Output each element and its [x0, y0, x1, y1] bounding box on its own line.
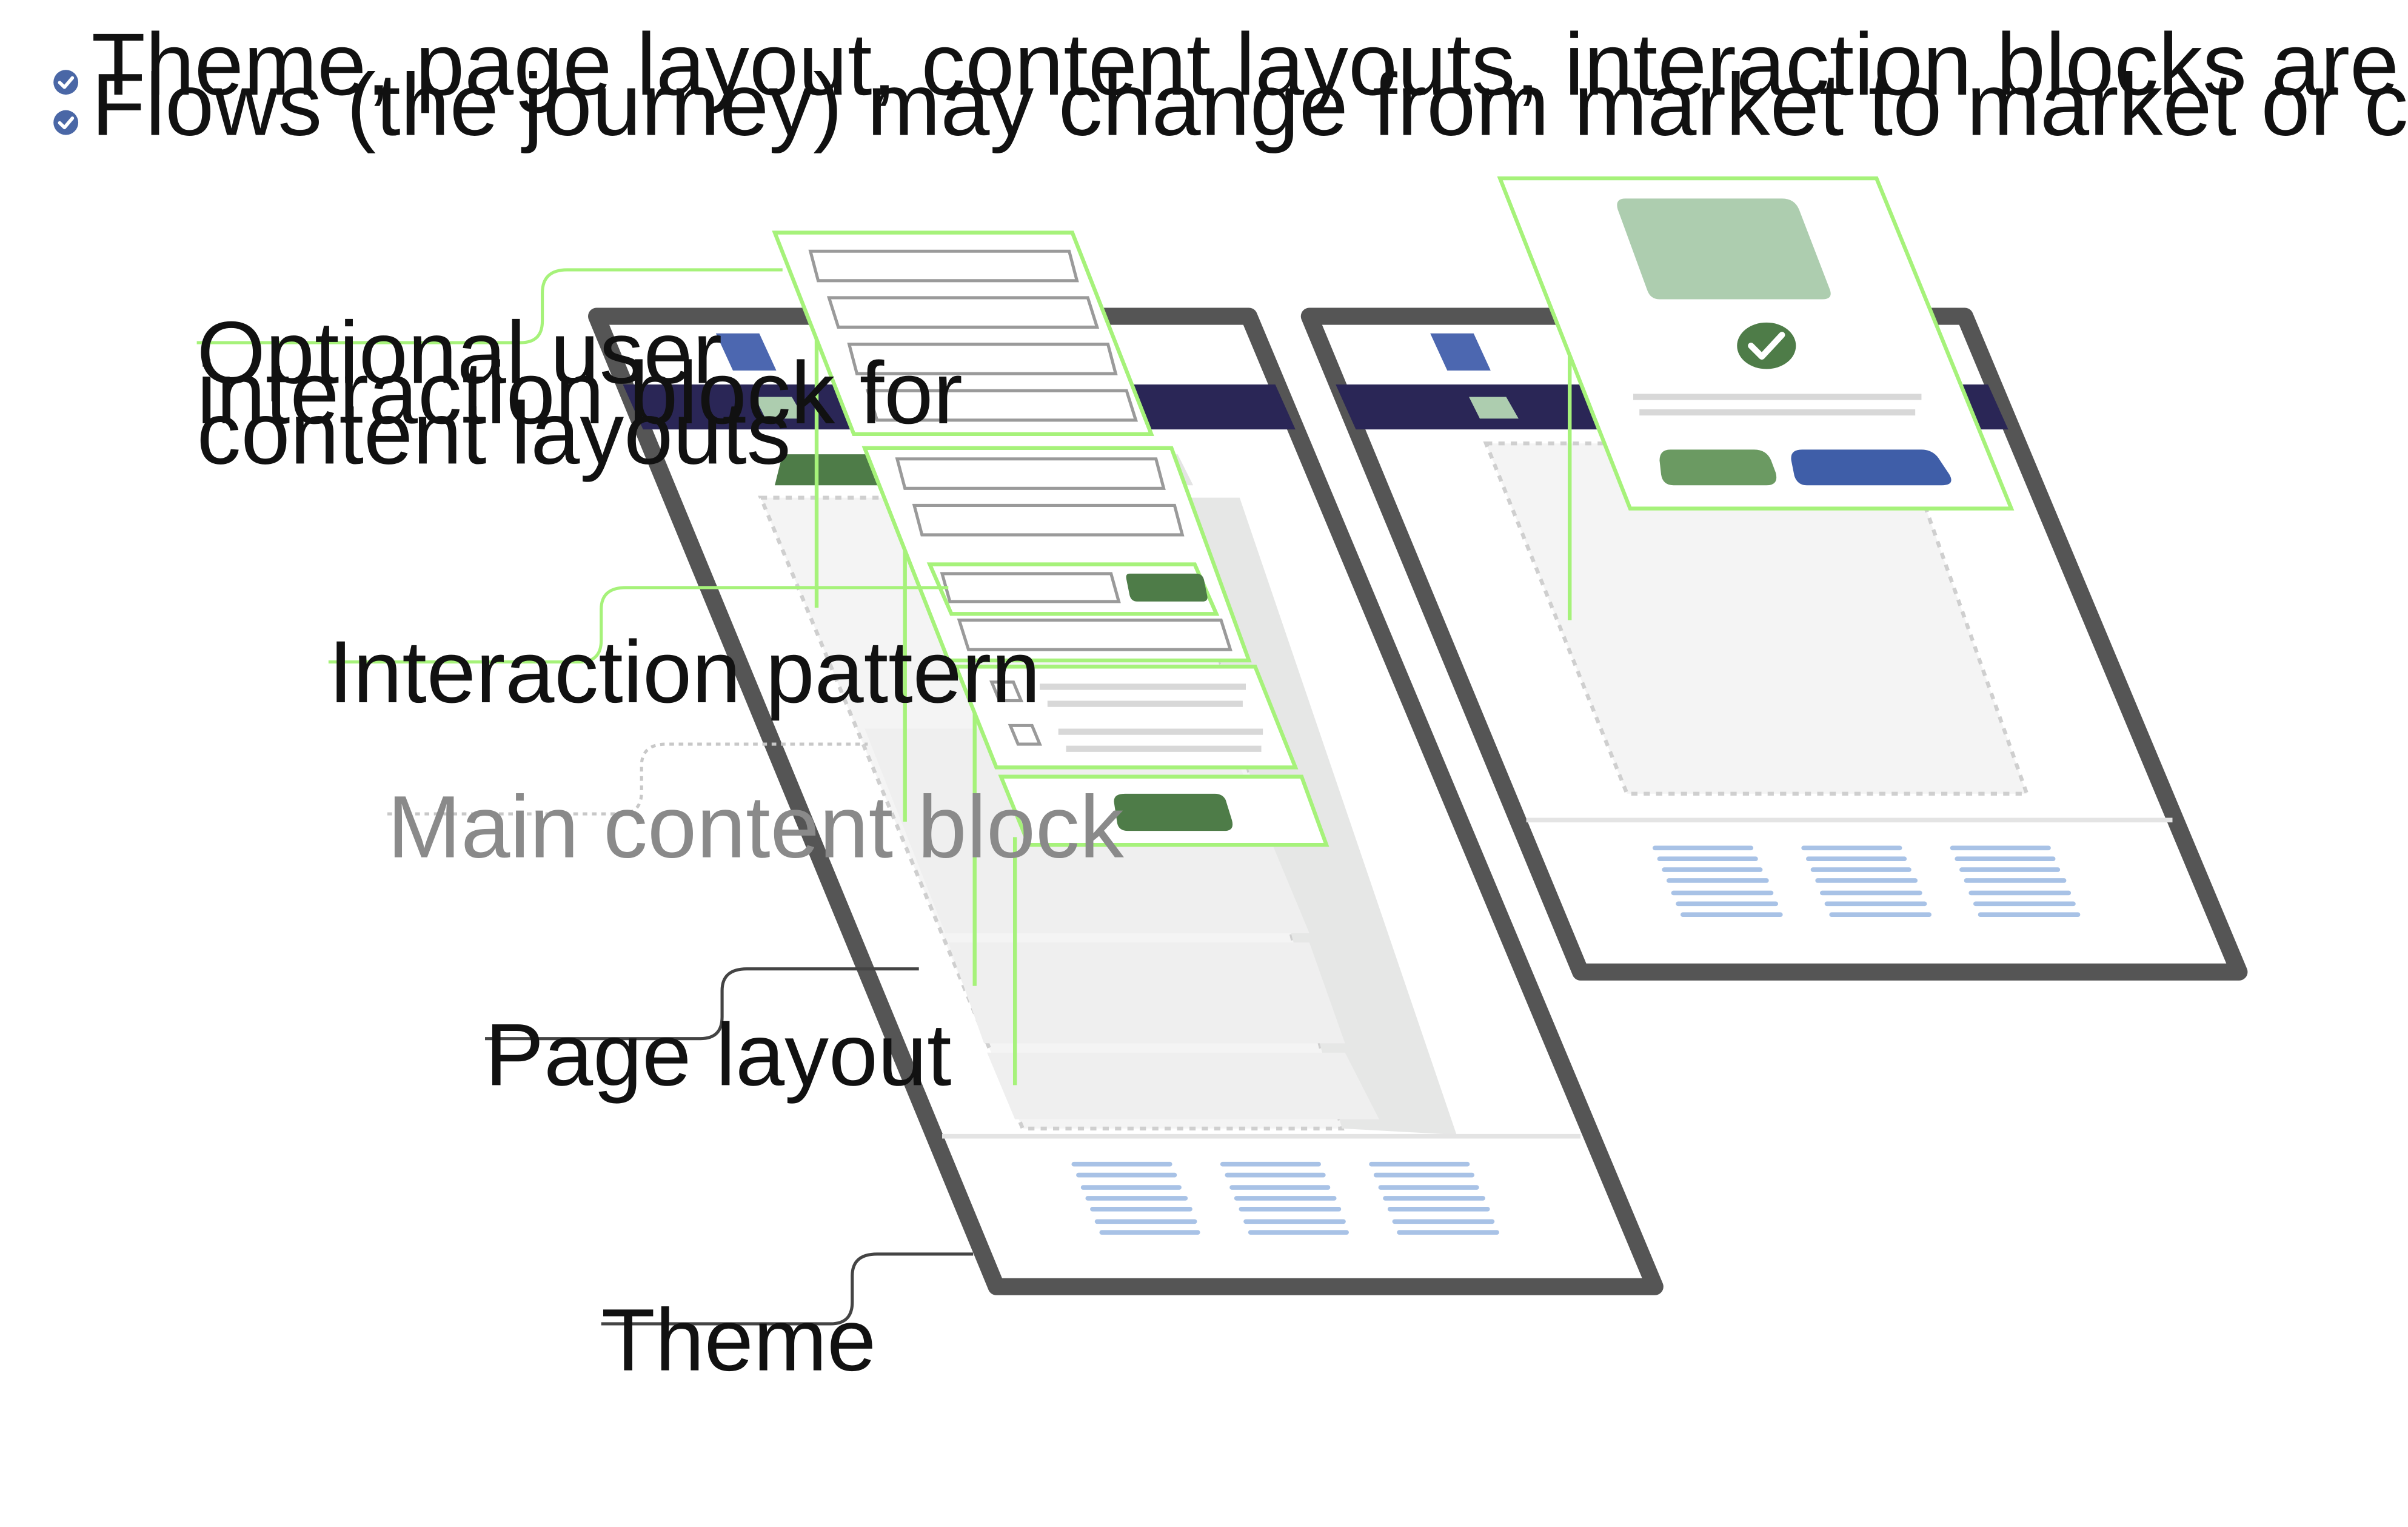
leader-optional-block [196, 268, 783, 344]
label-optional-block: Optional user interaction block for cont… [197, 303, 988, 483]
bullet-item: Theme, page layout, content layouts, int… [53, 15, 2408, 113]
submit-button [1126, 573, 1208, 602]
logo-shape [1430, 333, 1491, 371]
leader-main-content [387, 742, 868, 816]
hero-image [1617, 198, 1831, 300]
form-field [957, 619, 1232, 651]
content-row [987, 1052, 1379, 1119]
check-circle-icon [53, 110, 79, 135]
subnav-chip [774, 454, 879, 486]
form-field [912, 503, 1185, 537]
footer-link-column [1369, 1161, 1499, 1235]
checkbox-list-layer [953, 665, 1299, 770]
form-field [847, 343, 1118, 375]
optional-interaction-block [772, 230, 1154, 437]
label-line: Optional user [197, 303, 723, 402]
label-interaction-pattern: Interaction pattern [329, 622, 1040, 721]
theme-screen-right [1300, 176, 2248, 981]
logo-shape [715, 333, 777, 371]
check-circle-icon [53, 70, 79, 95]
footer-link-column [1950, 845, 2081, 918]
content-row [948, 942, 1345, 1044]
footer-link-column [1220, 1161, 1349, 1235]
bullet-list: Theme, page layout, content layouts, int… [53, 15, 2408, 154]
bullet-text: Theme, page layout, content layouts, int… [92, 15, 2408, 113]
content-layout-stack [861, 446, 1329, 847]
label-line: interaction block for [197, 343, 963, 442]
leader-theme [601, 1252, 974, 1326]
checkmark-icon [1737, 322, 1796, 369]
theme-screen-left [587, 230, 1664, 1295]
form-field [895, 457, 1166, 490]
label-page-layout: Page layout [485, 1005, 951, 1104]
footer-links [1652, 845, 2081, 918]
nav-item [754, 397, 804, 419]
confirmation-card [1497, 176, 2015, 511]
button-layer [998, 774, 1329, 847]
bullet-item: Flows (the journey) may change from mark… [53, 55, 2408, 154]
checkbox [989, 680, 1024, 703]
interaction-pattern [926, 562, 1220, 616]
footer-link-column [1801, 845, 1932, 918]
footer-link-column [1071, 1161, 1200, 1235]
form-field [826, 296, 1100, 329]
nav-item [1469, 397, 1519, 419]
label-line: content layouts [197, 383, 791, 482]
leader-lines [196, 268, 974, 1326]
secondary-button [1659, 449, 1777, 486]
footer-link-column [1652, 845, 1783, 918]
label-main-content-block: Main content block [387, 777, 1125, 876]
label-theme: Theme [601, 1290, 876, 1389]
diagram-labels: Optional user interaction block for cont… [197, 303, 1125, 1389]
bullet-text: Flows (the journey) may change from mark… [92, 55, 2408, 154]
primary-button [1114, 793, 1233, 831]
checkbox [1008, 723, 1042, 746]
form-field [940, 572, 1121, 603]
form-field [808, 249, 1079, 283]
form-field [865, 389, 1139, 422]
footer-links [1071, 1161, 1499, 1235]
primary-button [1791, 449, 1951, 486]
leader-interaction-pattern [328, 586, 949, 664]
leader-page-layout [485, 967, 919, 1041]
